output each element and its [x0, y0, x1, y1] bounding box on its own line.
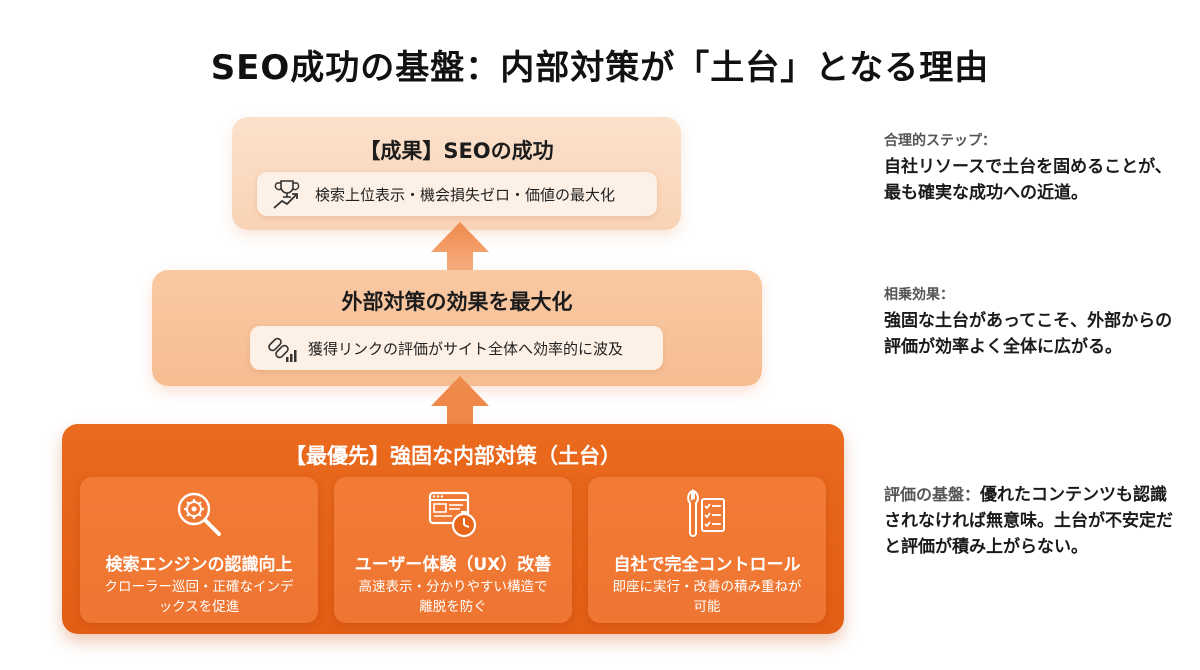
arrow-up-icon [431, 222, 489, 280]
side-note-label: 評価の基盤： [884, 485, 981, 504]
search-gear-icon [177, 492, 221, 536]
card-title: 自社で完全コントロール [613, 555, 801, 575]
side-note-label: 相乗効果： [884, 287, 954, 303]
wrench-checklist-icon [687, 489, 725, 537]
trophy-growth-icon [273, 180, 300, 209]
card-description: 高速表示・分かりやすい構造で離脱を防ぐ [358, 579, 548, 615]
side-note-text: 自社リソースで土台を固めることが、最も確実な成功への近道。 [884, 157, 1172, 203]
card-title: 検索エンジンの認識向上 [105, 555, 293, 575]
tier-result-pill: 検索上位表示・機会損失ゼロ・価値の最大化 [257, 172, 657, 216]
side-note-label: 合理的ステップ： [884, 133, 996, 149]
tier-external-pill-text: 獲得リンクの評価がサイト全体へ効率的に波及 [308, 339, 624, 358]
arrow-up-icon [431, 376, 489, 434]
card-description: クローラー巡回・正確なインデックスを促進 [104, 579, 294, 615]
side-note-foundation: 評価の基盤：優れたコンテンツも認識されなければ無意味。土台が不安定だと評価が積み… [884, 482, 1174, 560]
tier-external-pill: 獲得リンクの評価がサイト全体へ効率的に波及 [250, 326, 663, 370]
tier-external: 外部対策の効果を最大化 獲得リンクの評価がサイト全体へ効率的に波及 [152, 270, 762, 386]
browser-timer-icon [428, 491, 477, 538]
tier-foundation: 【最優先】強固な内部対策（土台） [62, 424, 844, 634]
card-ux: ユーザー体験（UX）改善 高速表示・分かりやすい構造で離脱を防ぐ [334, 477, 572, 623]
page-title: SEO成功の基盤：内部対策が「土台」となる理由 [210, 48, 990, 88]
card-title: ユーザー体験（UX）改善 [354, 555, 552, 575]
link-chart-icon [268, 337, 297, 362]
side-note-step: 合理的ステップ： 自社リソースで土台を固めることが、最も確実な成功への近道。 [884, 130, 1174, 206]
tier-result-heading: 【成果】SEOの成功 [359, 139, 554, 163]
tier-result: 【成果】SEOの成功 検索上位表示・機会損失ゼロ・価値の最大化 [232, 117, 681, 230]
tier-result-pill-text: 検索上位表示・機会損失ゼロ・価値の最大化 [315, 185, 616, 204]
side-note-text: 強固な土台があってこそ、外部からの評価が効率よく全体に広がる。 [884, 311, 1173, 357]
tier-foundation-heading: 【最優先】強固な内部対策（土台） [285, 444, 621, 468]
side-note-synergy: 相乗効果： 強固な土台があってこそ、外部からの評価が効率よく全体に広がる。 [884, 284, 1174, 360]
card-control: 自社で完全コントロール 即座に実行・改善の積み重ねが可能 [588, 477, 826, 623]
tier-external-heading: 外部対策の効果を最大化 [341, 290, 573, 314]
side-note-text: 優れたコンテンツも認識されなければ無意味。土台が不安定だと評価が積み上がらない。 [884, 485, 1173, 557]
card-search-engine: 検索エンジンの認識向上 クローラー巡回・正確なインデックスを促進 [80, 477, 318, 623]
card-description: 即座に実行・改善の積み重ねが可能 [612, 579, 802, 615]
